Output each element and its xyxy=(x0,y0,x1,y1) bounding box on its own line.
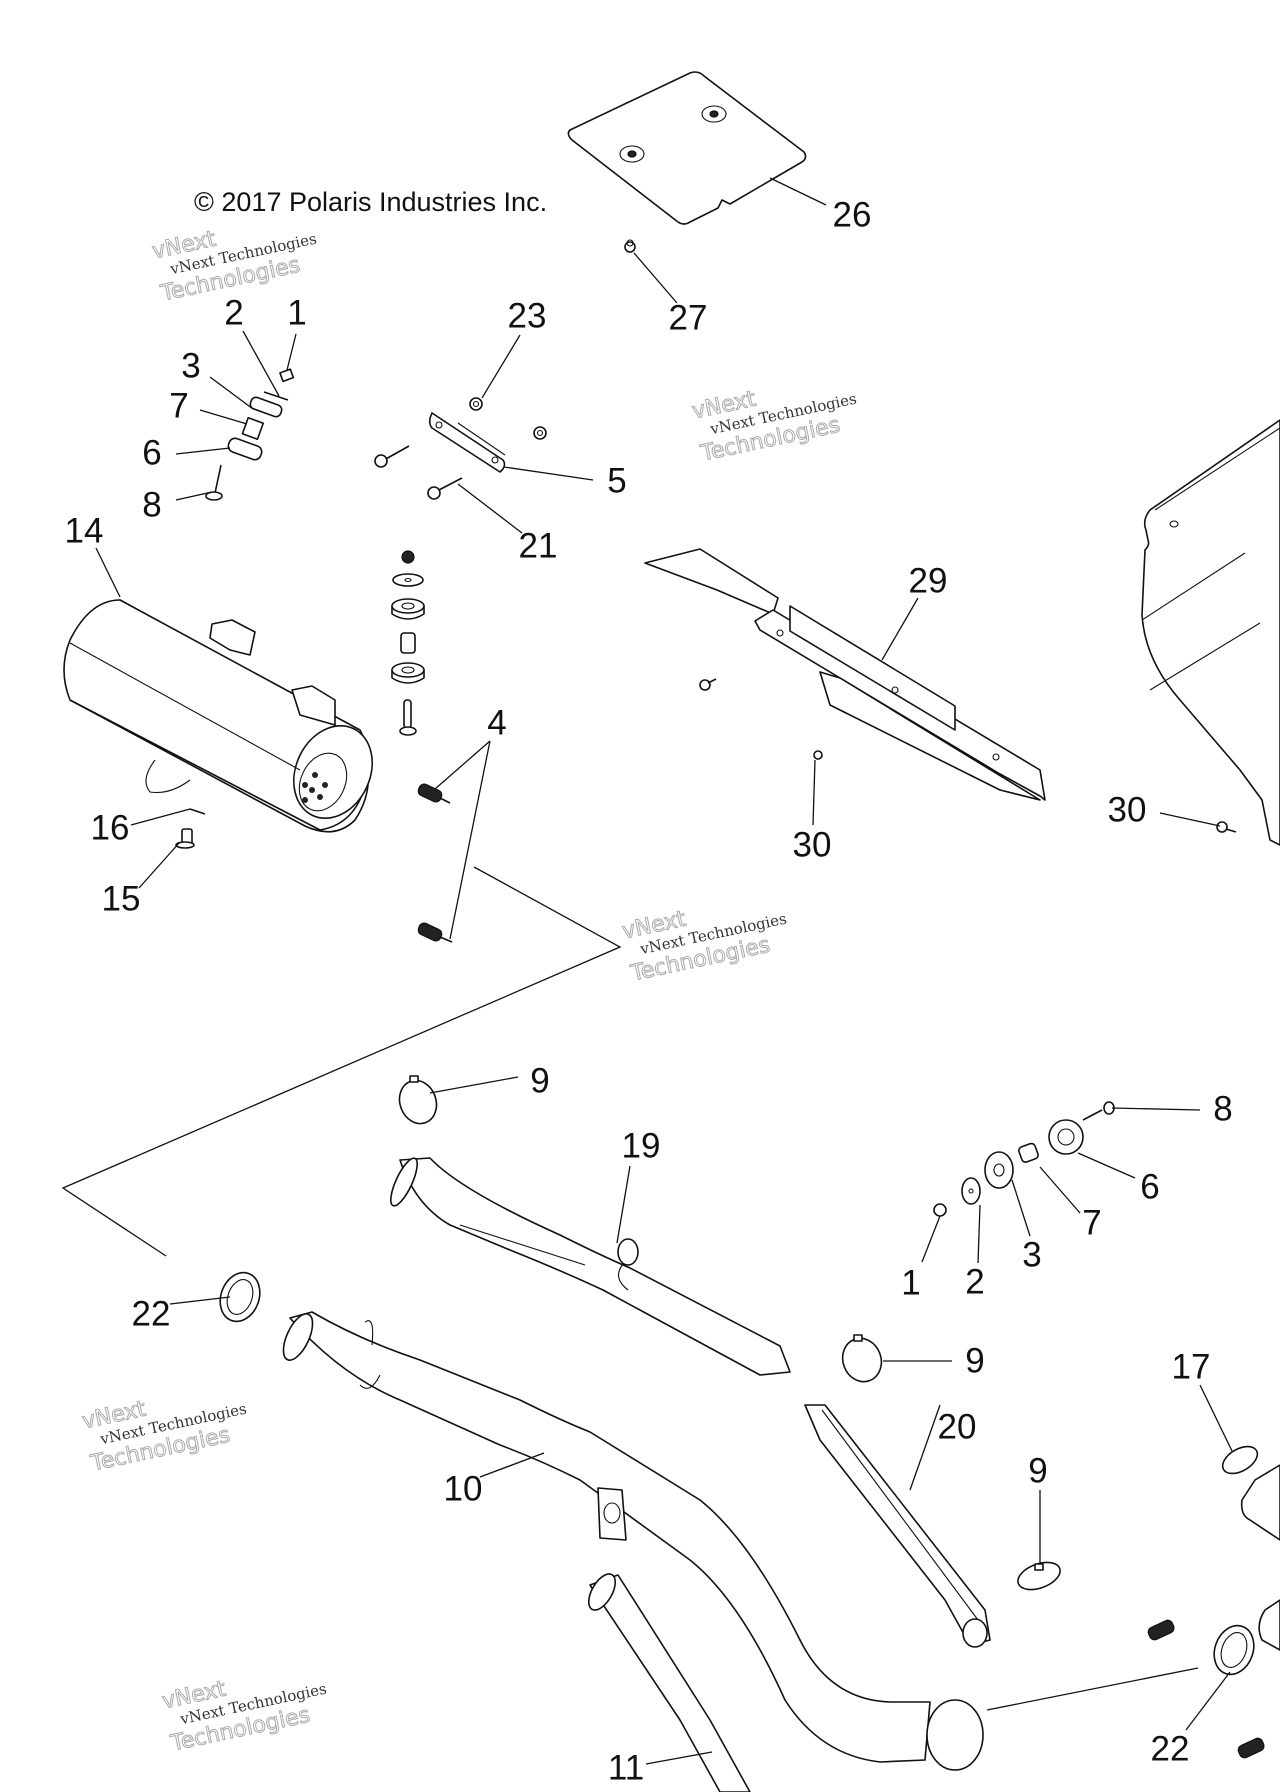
callout-17[interactable]: 17 xyxy=(1171,1347,1211,1387)
callout-30[interactable]: 30 xyxy=(1107,790,1147,830)
callout-20[interactable]: 20 xyxy=(937,1407,977,1447)
part-seal[interactable] xyxy=(214,1267,267,1327)
part-spring[interactable] xyxy=(1237,1737,1266,1760)
part-spring[interactable] xyxy=(1147,1619,1176,1642)
callout-16[interactable]: 16 xyxy=(90,808,130,848)
part-flange-nut[interactable] xyxy=(469,397,483,411)
callout-27[interactable]: 27 xyxy=(668,298,708,338)
part-exhaust-pipe[interactable] xyxy=(277,1310,984,1771)
part-screw[interactable] xyxy=(1216,821,1237,833)
part-screw[interactable] xyxy=(427,477,463,500)
callout-3[interactable]: 3 xyxy=(181,346,201,386)
part-mount-stack-upper[interactable] xyxy=(205,368,295,501)
part-outlet-flange[interactable] xyxy=(1240,1464,1280,1651)
part-clamp[interactable] xyxy=(1014,1557,1064,1595)
callout-22[interactable]: 22 xyxy=(131,1294,171,1334)
part-pin[interactable] xyxy=(175,828,195,849)
part-mount-stack-lower[interactable] xyxy=(933,1101,1115,1217)
part-muffler[interactable] xyxy=(63,599,387,833)
part-clamp[interactable] xyxy=(837,1333,888,1387)
part-cotter-pin[interactable] xyxy=(189,808,206,815)
part-gasket[interactable] xyxy=(1218,1441,1262,1479)
leader-lines xyxy=(95,177,1233,1765)
assembly-boundary-line xyxy=(61,866,622,1257)
callout-8[interactable]: 8 xyxy=(142,485,162,525)
callout-2[interactable]: 2 xyxy=(224,293,244,333)
callout-7[interactable]: 7 xyxy=(169,386,189,426)
callout-6[interactable]: 6 xyxy=(1140,1167,1160,1207)
part-mount-bracket[interactable] xyxy=(428,412,506,473)
part-large-heat-shield[interactable] xyxy=(1141,419,1280,846)
callout-9[interactable]: 9 xyxy=(1028,1451,1048,1491)
callout-1[interactable]: 1 xyxy=(901,1263,921,1303)
part-push-rivet[interactable] xyxy=(624,239,636,253)
callout-30[interactable]: 30 xyxy=(792,825,832,865)
callout-8[interactable]: 8 xyxy=(1213,1089,1233,1129)
part-spring[interactable] xyxy=(417,782,451,804)
callout-26[interactable]: 26 xyxy=(832,195,872,235)
callout-3[interactable]: 3 xyxy=(1022,1235,1042,1275)
callout-14[interactable]: 14 xyxy=(64,511,104,551)
callout-7[interactable]: 7 xyxy=(1082,1203,1102,1243)
callout-1[interactable]: 1 xyxy=(287,293,307,333)
callout-23[interactable]: 23 xyxy=(507,296,547,336)
callout-29[interactable]: 29 xyxy=(908,561,948,601)
part-screw[interactable] xyxy=(374,445,410,468)
part-flange-nut[interactable] xyxy=(533,426,547,440)
part-spring[interactable] xyxy=(417,921,453,943)
callout-6[interactable]: 6 xyxy=(142,433,162,473)
copyright-notice: © 2017 Polaris Industries Inc. xyxy=(194,187,548,217)
part-heat-shield[interactable] xyxy=(644,548,1046,801)
callout-9[interactable]: 9 xyxy=(965,1341,985,1381)
callout-21[interactable]: 21 xyxy=(518,526,558,566)
callout-11[interactable]: 11 xyxy=(607,1748,645,1788)
part-grommet-stack-center[interactable] xyxy=(391,550,425,736)
part-seal[interactable] xyxy=(1208,1620,1261,1680)
callout-19[interactable]: 19 xyxy=(621,1126,661,1166)
part-screw[interactable] xyxy=(699,678,717,691)
callout-5[interactable]: 5 xyxy=(607,461,627,501)
callout-9[interactable]: 9 xyxy=(530,1061,550,1101)
callout-2[interactable]: 2 xyxy=(965,1262,985,1302)
callout-22[interactable]: 22 xyxy=(1150,1729,1190,1769)
callout-15[interactable]: 15 xyxy=(101,879,141,919)
part-heat-shield-plate[interactable] xyxy=(567,71,807,225)
callout-4[interactable]: 4 xyxy=(487,703,507,743)
part-pipe-heat-shield[interactable] xyxy=(804,1404,991,1648)
part-clamp[interactable] xyxy=(394,1075,443,1129)
part-exhaust-pipe-shield[interactable] xyxy=(386,1155,791,1376)
callout-10[interactable]: 10 xyxy=(443,1469,483,1509)
part-header-pipe[interactable] xyxy=(583,1570,751,1792)
part-screw[interactable] xyxy=(813,750,823,760)
